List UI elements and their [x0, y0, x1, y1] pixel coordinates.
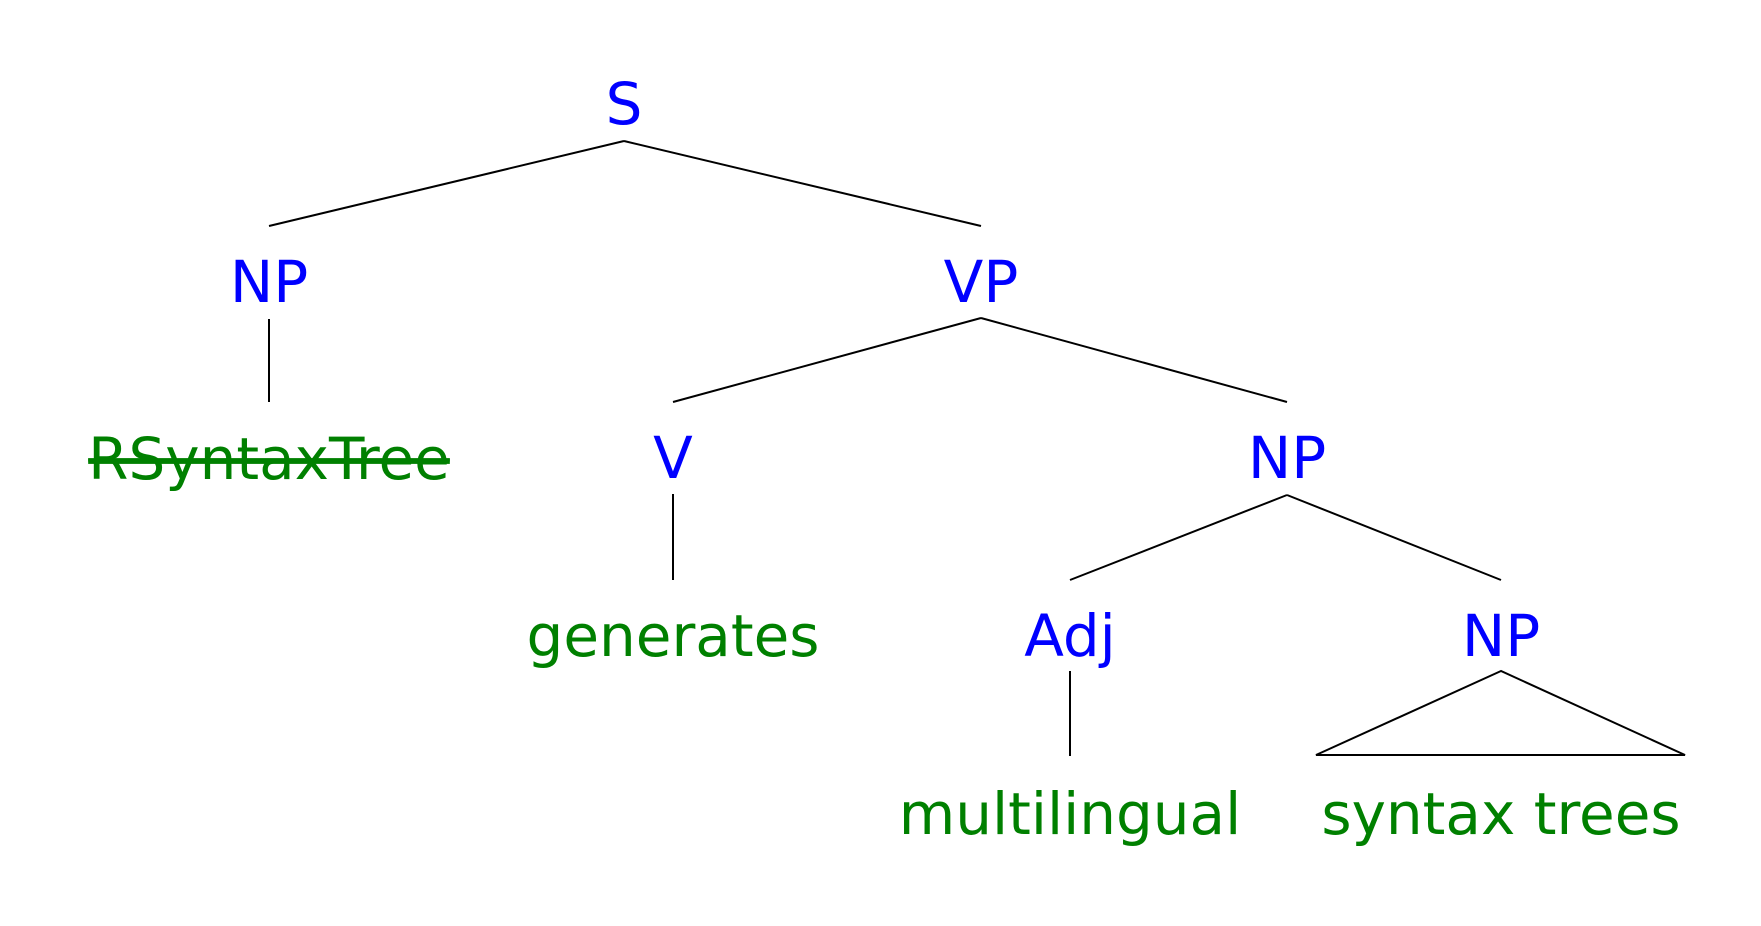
category-labels: S NP VP V NP Adj NP [230, 70, 1540, 670]
node-v: V [653, 424, 693, 492]
leaf-syntax-trees: syntax trees [1321, 780, 1680, 848]
triangle-np-syntax-trees [1315, 669, 1686, 756]
edge-s-vp [623, 140, 982, 227]
node-np-inner: NP [1462, 602, 1540, 670]
node-s: S [606, 70, 643, 138]
node-np-object: NP [1248, 424, 1326, 492]
node-np-subject: NP [230, 248, 308, 316]
node-vp: VP [944, 248, 1019, 316]
tree-edges [268, 140, 1686, 756]
edge-vp-np [980, 317, 1288, 403]
leaf-generates: generates [527, 602, 820, 670]
edge-s-np [268, 140, 625, 227]
edge-vp-v [672, 317, 982, 403]
edge-np-np [1286, 494, 1502, 581]
node-adj: Adj [1024, 602, 1116, 670]
leaf-multilingual: multilingual [899, 780, 1241, 848]
edge-np-adj [1069, 494, 1288, 581]
